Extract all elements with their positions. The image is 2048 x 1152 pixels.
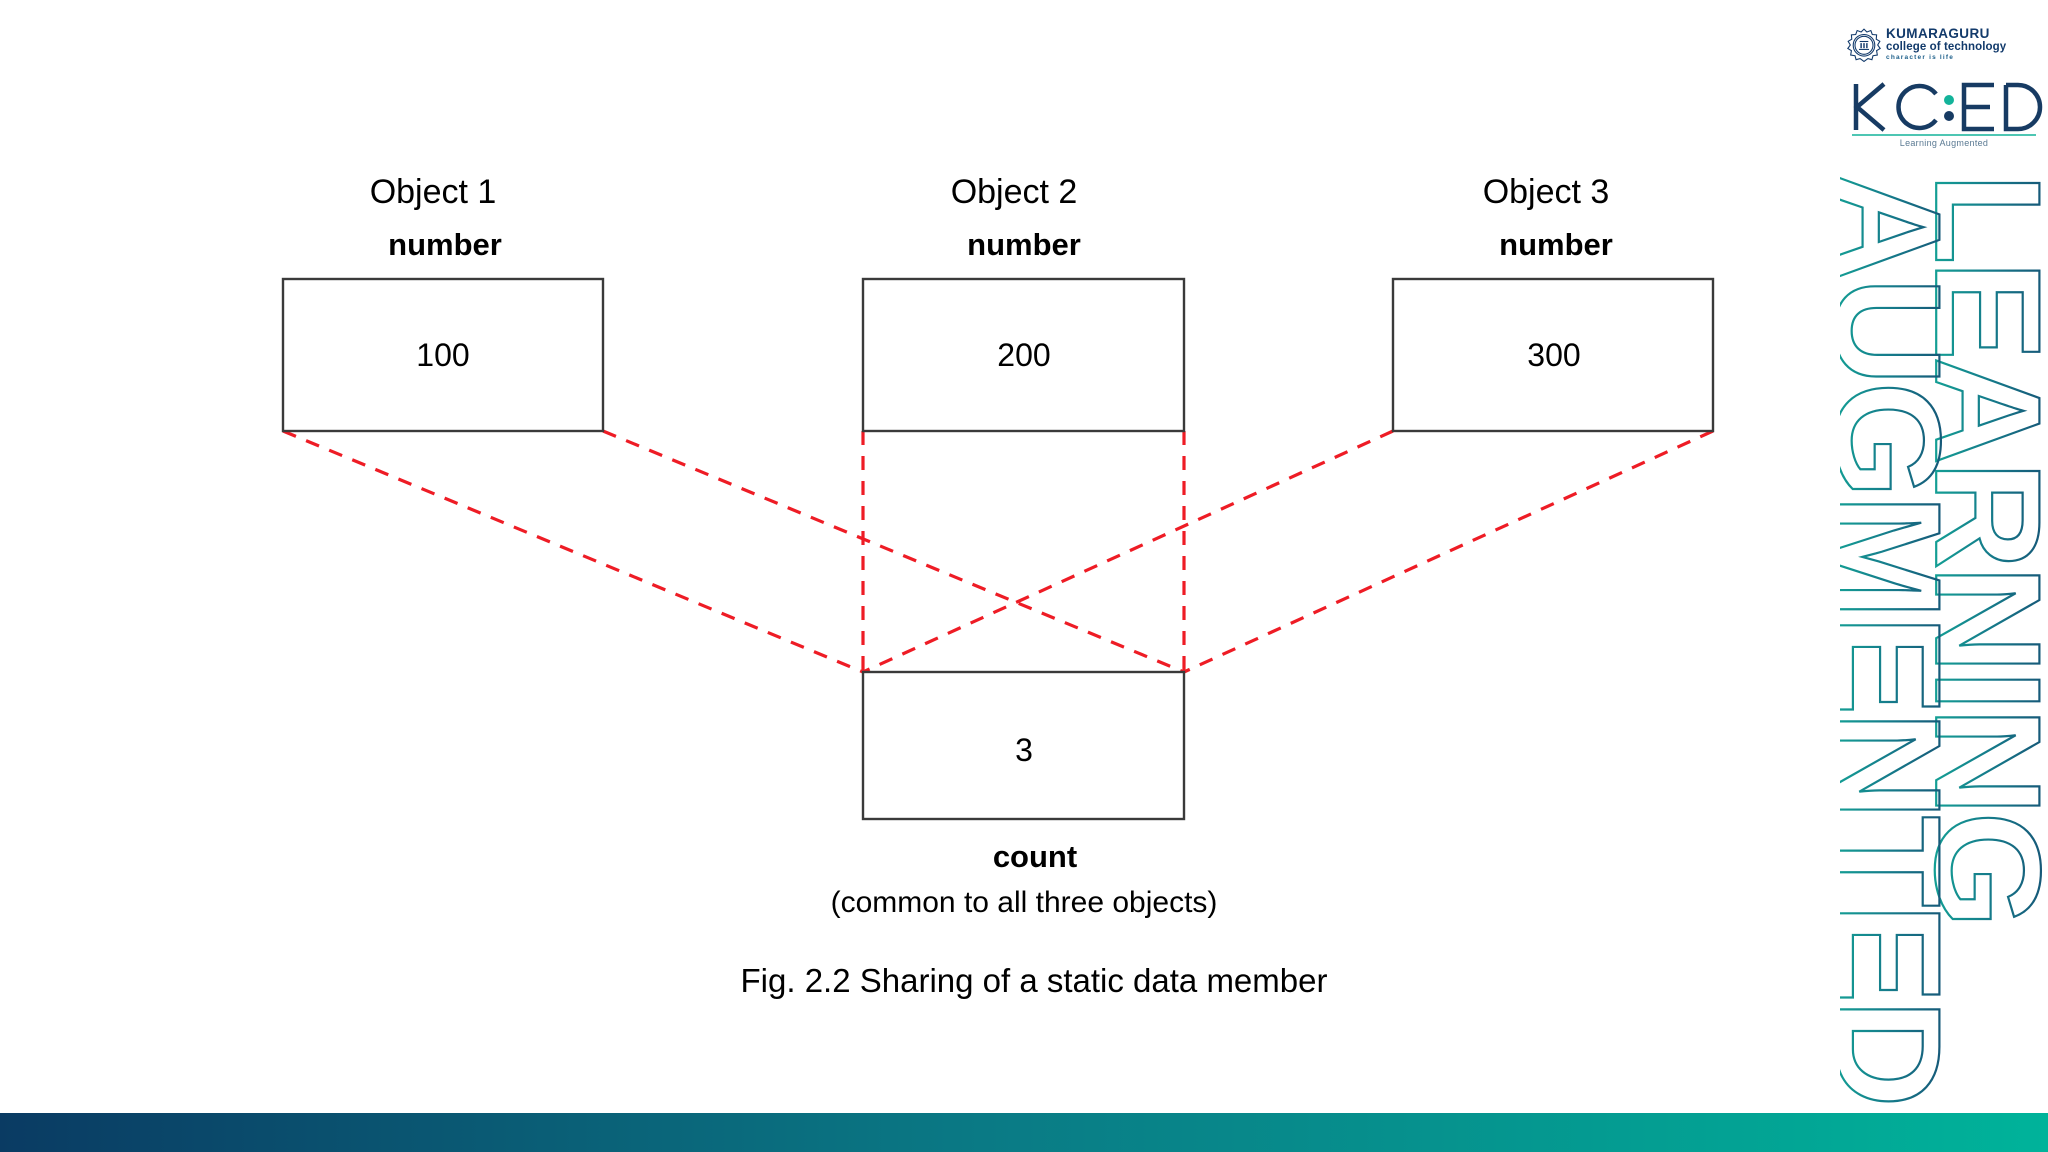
object-value-1: 100 [416, 337, 470, 373]
vertical-wordmark-augmented: AUGMENTED [1840, 173, 1972, 1104]
shared-count-note: (common to all three objects) [830, 886, 1218, 919]
object-boxes [281, 277, 1715, 821]
college-tagline: character is life [1886, 54, 1955, 62]
vertical-wordmarks: LEARNING AUGMENTED [1840, 172, 2048, 1105]
kced-logo: Learning Augmented [1844, 78, 2044, 152]
college-seal-icon [1847, 28, 1881, 63]
bottom-gradient-bar [0, 1113, 2048, 1152]
college-name-line1: KUMARAGURU [1886, 26, 1990, 41]
object-box-2 [861, 277, 1186, 433]
object-title-2: Object 2 [950, 173, 1078, 211]
kumaraguru-wordmark: KUMARAGURU college of technology charact… [1886, 26, 2046, 63]
object-value-2: 200 [997, 337, 1051, 373]
connector-obj1-left [282, 429, 864, 674]
kced-wordmark [1852, 82, 2043, 136]
shared-count-box [861, 670, 1186, 821]
object-box-3 [1391, 277, 1715, 433]
kced-dot-upper [1944, 95, 1954, 105]
connector-lines [282, 429, 1714, 674]
kumaraguru-logo: KUMARAGURU college of technology charact… [1846, 24, 2046, 72]
connector-obj1-right [602, 429, 1185, 674]
shared-count-label: count [992, 839, 1078, 874]
branding-panel: KUMARAGURU college of technology charact… [1840, 0, 2048, 1152]
college-name-line2: college of technology [1886, 41, 2007, 54]
shared-count-value: 3 [1015, 732, 1033, 768]
vertical-wordmark-learning: LEARNING [1904, 173, 2048, 924]
object-value-3: 300 [1527, 337, 1581, 373]
figure-caption: Fig. 2.2 Sharing of a static data member [740, 962, 1328, 999]
kced-dot-lower [1944, 111, 1954, 121]
object-member-label-1: number [388, 227, 502, 262]
object-member-label-2: number [967, 227, 1081, 262]
object-title-3: Object 3 [1482, 173, 1610, 211]
connector-obj3-left [862, 429, 1394, 674]
kced-tagline: Learning Augmented [1899, 138, 1989, 148]
object-member-label-3: number [1499, 227, 1613, 262]
connector-obj3-right [1183, 429, 1714, 674]
object-box-1 [281, 277, 605, 433]
object-title-1: Object 1 [369, 173, 497, 211]
